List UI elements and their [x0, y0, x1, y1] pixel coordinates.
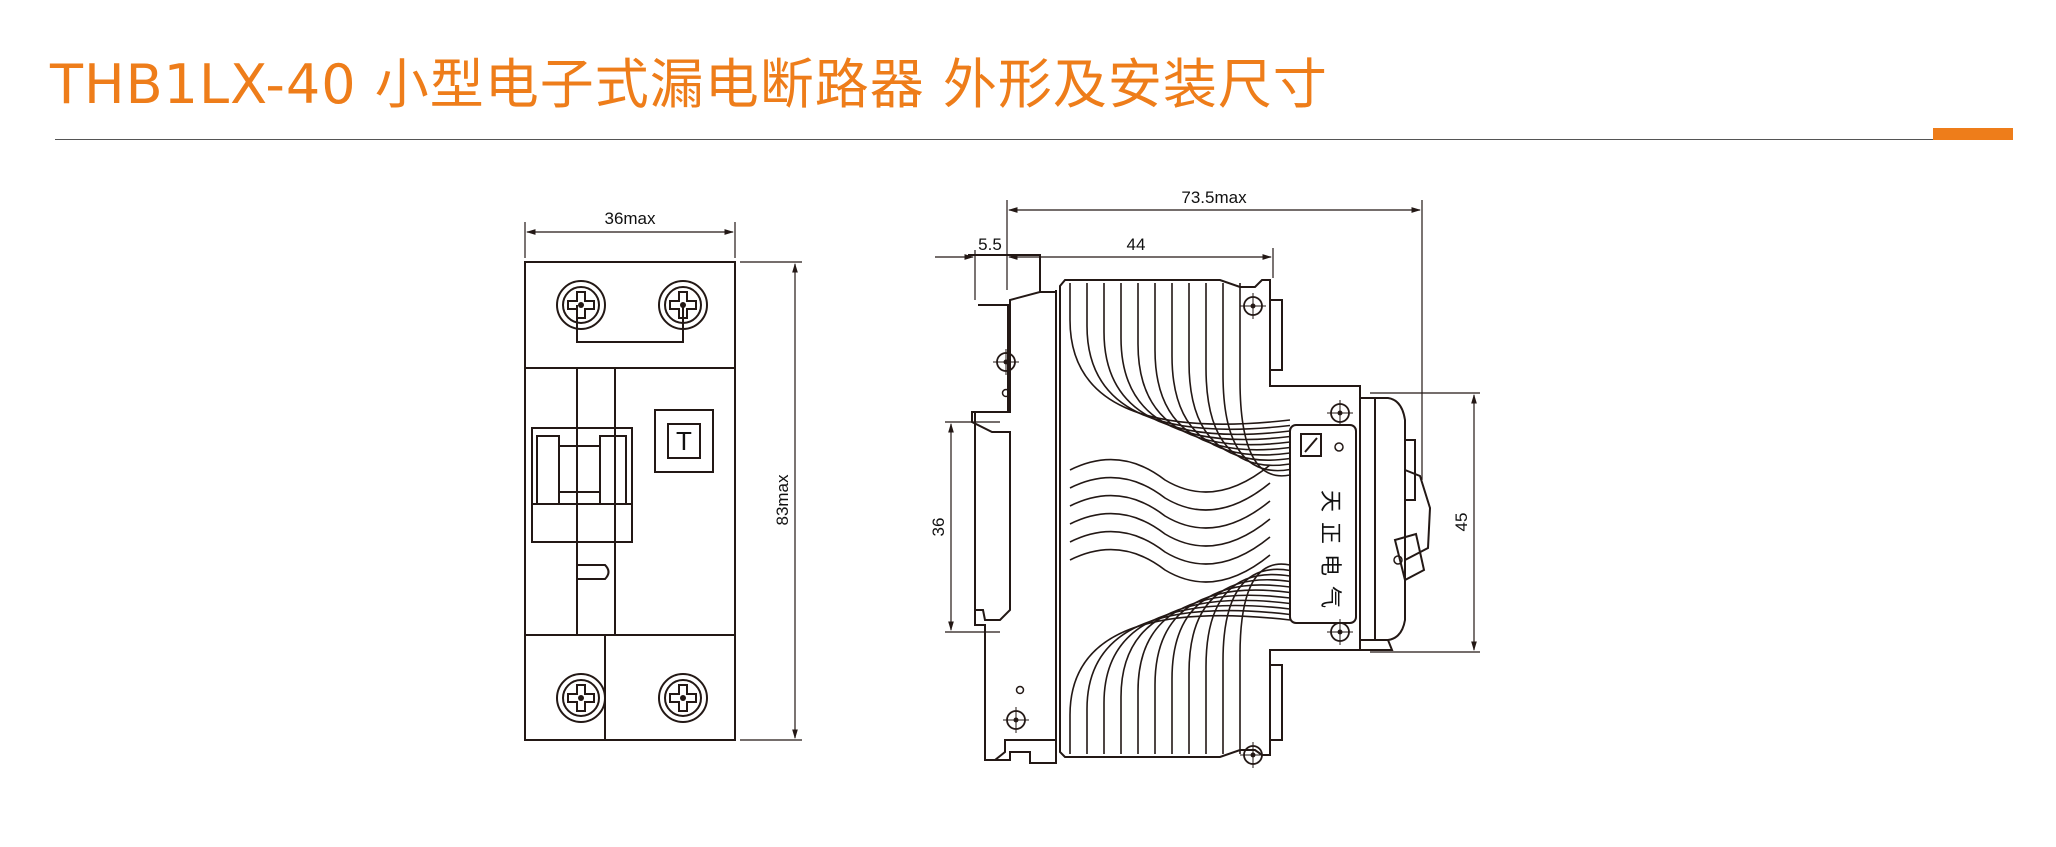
upper-fin	[1239, 283, 1291, 477]
wave-fin	[1069, 530, 1271, 565]
wave-fin	[1069, 548, 1271, 583]
brand-char: 电	[1317, 554, 1342, 576]
wave-fin	[1069, 512, 1271, 547]
brand-char: 气	[1317, 586, 1342, 608]
front-body-outline	[524, 261, 736, 741]
rivet-icon	[1239, 292, 1267, 320]
lower-fin	[1171, 584, 1291, 754]
face-height-label: 45	[1452, 513, 1471, 532]
side-fins	[1069, 283, 1291, 754]
rivet-icon	[992, 348, 1020, 376]
lower-fin	[1239, 563, 1291, 754]
wave-fin	[1069, 476, 1271, 511]
rail-height-label: 36	[929, 518, 948, 537]
terminal-screw-icon	[556, 673, 606, 723]
upper-fin	[1069, 283, 1291, 425]
front-height-label: 83max	[773, 474, 792, 526]
brand-char: 正	[1317, 522, 1342, 544]
lower-fin	[1205, 573, 1291, 754]
lower-fin	[1188, 579, 1291, 754]
overall-depth-label: 73.5max	[1181, 188, 1247, 207]
upper-fin	[1222, 283, 1291, 472]
lower-fin	[1069, 614, 1291, 754]
lower-fin	[1086, 609, 1291, 754]
body-depth-label: 44	[1127, 235, 1146, 254]
brand-char: 天	[1317, 490, 1342, 512]
brand-plate	[1289, 424, 1357, 624]
terminal-screw-icon	[658, 673, 708, 723]
upper-fin	[1137, 283, 1291, 446]
rivet-icon	[1326, 399, 1354, 427]
test-button-label: T	[676, 426, 692, 456]
upper-fin	[1188, 283, 1291, 461]
lower-fin	[1222, 568, 1291, 754]
lower-fin	[1137, 594, 1291, 754]
page-title: THB1LX-40 小型电子式漏电断路器 外形及安装尺寸	[50, 53, 1328, 116]
lower-fin	[1154, 589, 1291, 754]
rivet-icon	[1002, 706, 1030, 734]
front-view	[524, 261, 736, 741]
accent-bar	[1933, 128, 2013, 140]
toggle-handle	[531, 427, 633, 543]
side-toggle-lever	[1393, 532, 1426, 582]
front-width-label: 36max	[604, 209, 656, 228]
test-button-frame	[654, 409, 714, 473]
offset-label: 5.5	[978, 235, 1002, 254]
brand-logo: 天 正 电 气	[1300, 433, 1342, 608]
brand-mark-icon	[1300, 433, 1322, 457]
upper-fin	[1086, 283, 1291, 431]
wave-fin	[1069, 494, 1271, 529]
side-dimensions	[935, 200, 1480, 653]
upper-fin	[1154, 283, 1291, 451]
rivet-icon	[1239, 741, 1267, 769]
upper-fin	[1171, 283, 1291, 456]
wave-fin	[1069, 458, 1271, 493]
upper-fin	[1103, 283, 1291, 436]
title-underline	[55, 139, 2013, 140]
lower-fin	[1103, 604, 1291, 754]
terminal-screw-icon	[556, 280, 606, 330]
test-button	[667, 423, 701, 459]
lower-fin	[1120, 599, 1291, 754]
front-dimensions	[524, 222, 802, 741]
